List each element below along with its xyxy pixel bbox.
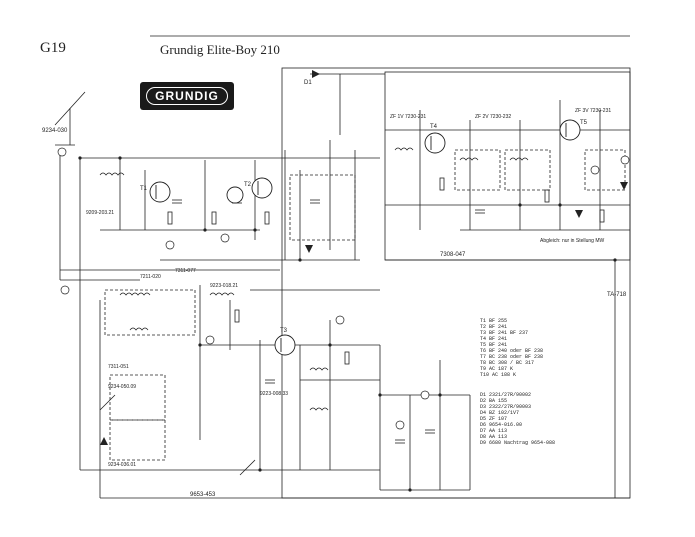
transistor-row: T1 BF 255 xyxy=(480,318,507,324)
t5-label: T5 xyxy=(580,120,588,126)
d1-label: D1 xyxy=(304,80,312,86)
transistor-row: T5 BF 241 xyxy=(480,342,507,348)
t3-label: T3 xyxy=(280,328,288,334)
osc-coil-label: 7211-020 xyxy=(140,274,161,280)
switch3-label: 9234-036.01 xyxy=(108,462,136,468)
diode-row: D3 2322/27R/90003 xyxy=(480,404,531,410)
schematic-title: Grundig Elite-Boy 210 xyxy=(160,42,280,57)
transistor-row: T10 AC 188 K xyxy=(480,372,516,378)
page-code: G19 xyxy=(40,40,66,56)
zf1-label: ZF 1V 7230-231 xyxy=(390,114,426,120)
grundig-logo: GRUNDIG xyxy=(140,82,234,110)
t2-label: T2 xyxy=(244,182,252,188)
tail-label: TA-718 xyxy=(607,292,627,298)
diode-row: D7 AA 113 xyxy=(480,428,507,434)
transistor-row: T7 BC 238 oder BF 238 xyxy=(480,354,543,360)
diode-row: D5 ZF 107 xyxy=(480,416,507,422)
alignment-note: Abgleich: nur in Stellung MW xyxy=(540,238,604,244)
t4-label: T4 xyxy=(430,124,438,130)
transistor-row: T3 BF 241 BF 237 xyxy=(480,330,528,336)
switch1-label: 7311-051 xyxy=(108,364,129,370)
transistor-row: T2 BF 241 xyxy=(480,324,507,330)
zf-bottom-label: 7308-047 xyxy=(440,252,466,258)
transistor-row: T9 AC 187 K xyxy=(480,366,513,372)
switch2-label: 9234-050.09 xyxy=(108,384,136,390)
diode-row: D1 2321/27R/90002 xyxy=(480,392,531,398)
zf2-label: ZF 2V 7230-232 xyxy=(475,114,511,120)
diode-table: D1 2321/27R/90002 D2 BA 155 D3 2322/27R/… xyxy=(480,392,555,446)
antenna-label: 9234-030 xyxy=(42,128,68,134)
ls-coil-label: 7311-077 xyxy=(175,268,196,274)
bottom-part-label: 9653-453 xyxy=(190,492,216,498)
mod-coil-label: 9223-018.21 xyxy=(210,283,238,289)
rf-coil-label: 9209-203.21 xyxy=(86,210,114,216)
t1-label: T1 xyxy=(140,186,148,192)
zf3-label: ZF 3V 7230-231 xyxy=(575,108,611,114)
diode-row: D2 BA 155 xyxy=(480,398,507,404)
transistor-row: T8 BC 308 / BC 317 xyxy=(480,360,534,366)
transistor-row: T6 BF 240 oder BF 238 xyxy=(480,348,543,354)
transistor-row: T4 BF 241 xyxy=(480,336,507,342)
diode-row: D8 AA 113 xyxy=(480,434,507,440)
diode-row: D4 BZ 102/1V7 xyxy=(480,410,519,416)
diode-row: D6 9654-016.00 xyxy=(480,422,522,428)
transistor-table: T1 BF 255 T2 BF 241 T3 BF 241 BF 237 T4 … xyxy=(480,318,543,378)
diode-row: D9 6680 Nachtrag 9654-088 xyxy=(480,440,555,446)
logo-text: GRUNDIG xyxy=(146,87,228,105)
xtal-label: 9223-008.33 xyxy=(260,391,288,397)
